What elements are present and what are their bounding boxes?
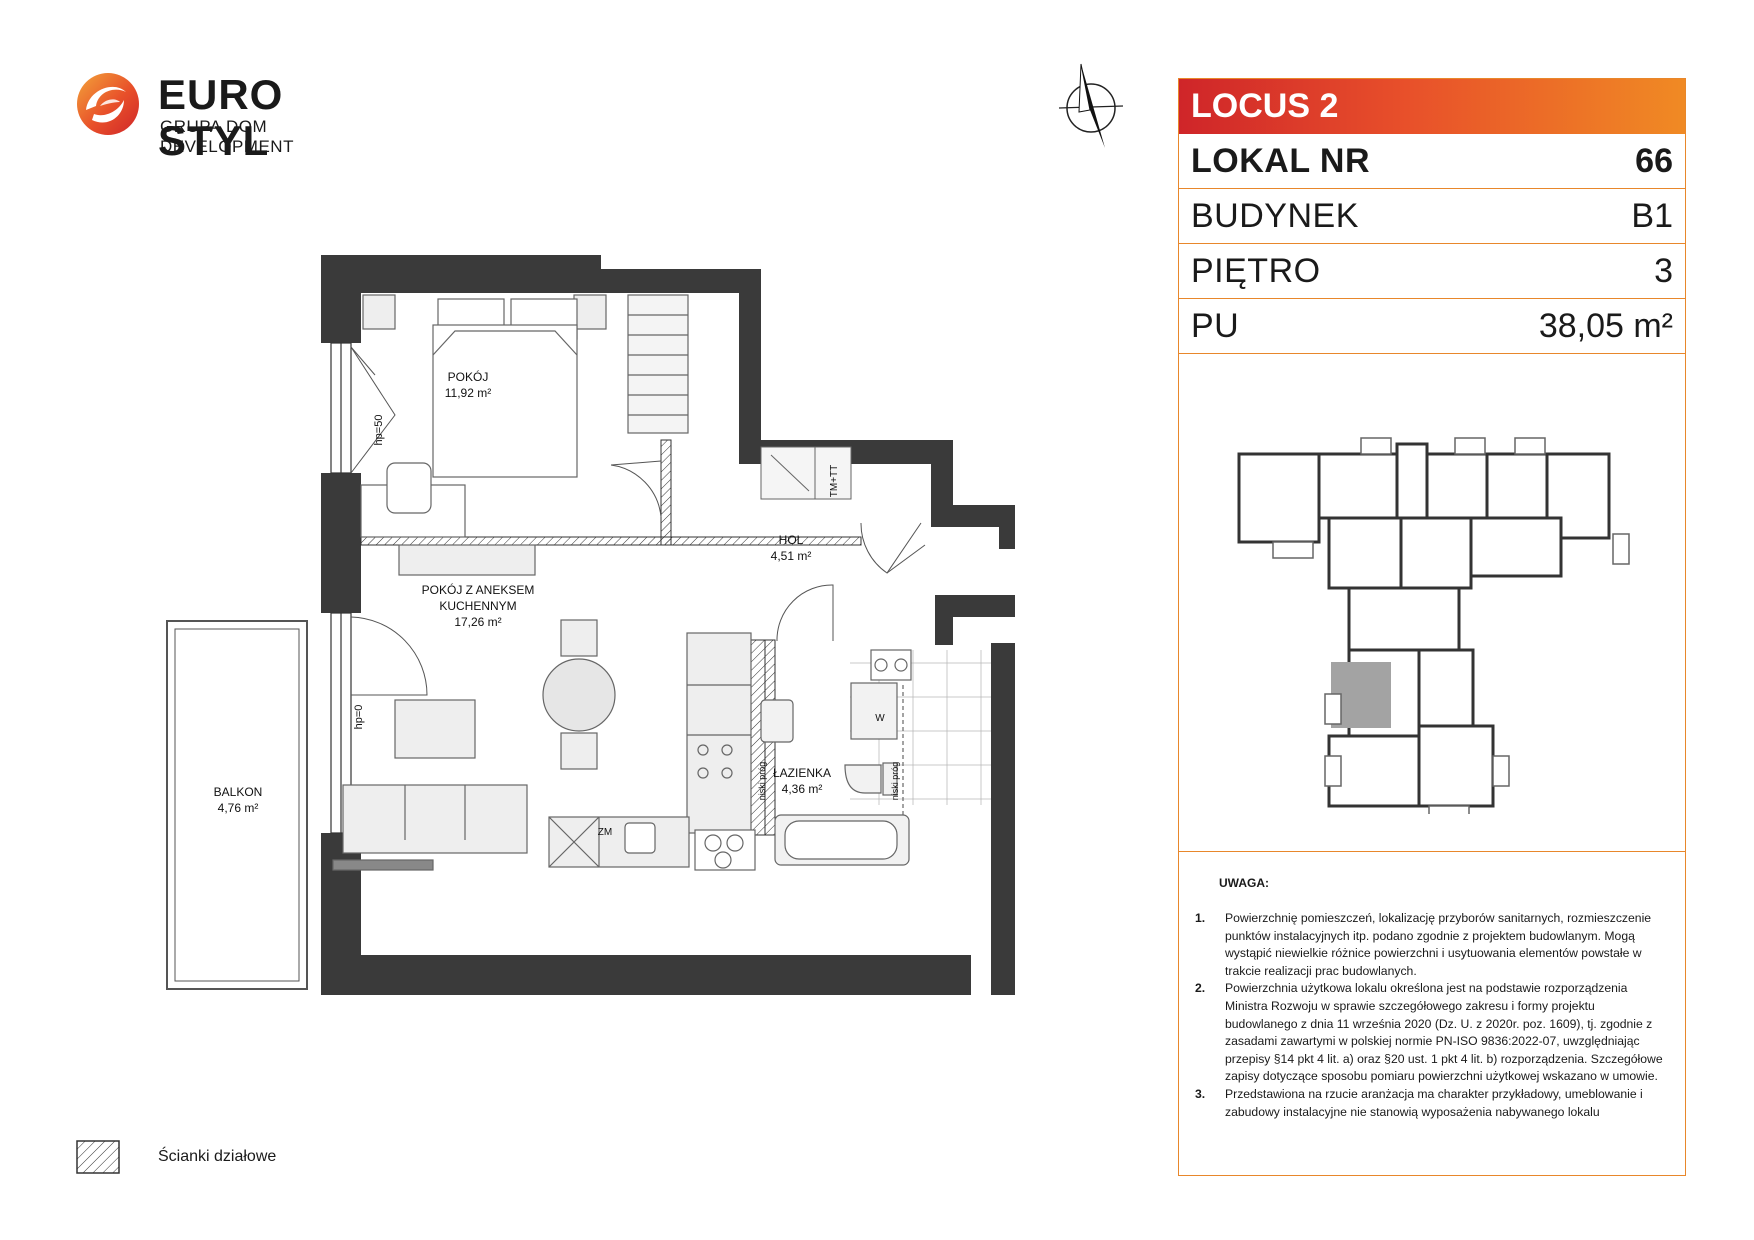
note-text: Powierzchnia użytkowa lokalu określona j… [1225, 981, 1663, 1084]
room-labels: POKÓJ 11,92 m² POKÓJ Z ANEKSEM KUCHENNYM… [214, 369, 900, 838]
room-label-balcony: BALKON [214, 785, 263, 799]
room-label-living-line2: KUCHENNYM [439, 599, 516, 613]
partition-wall-hatch-icon [76, 1140, 120, 1174]
room-area-bathroom: 4,36 m² [782, 782, 823, 796]
room-label-living-line1: POKÓJ Z ANEKSEM [422, 582, 535, 597]
info-row-building: BUDYNEK B1 [1179, 189, 1685, 244]
brand-logo: EURO STYL GRUPA DOM DEVELOPMENT [74, 70, 394, 164]
info-label-area: PU [1191, 306, 1240, 345]
floor-plan: POKÓJ 11,92 m² POKÓJ Z ANEKSEM KUCHENNYM… [166, 255, 1015, 995]
window-height-bottom: hp=0 [353, 705, 365, 730]
washer-label: W [875, 713, 885, 724]
north-arrow-icon [1058, 63, 1124, 148]
info-row-area: PU 38,05 m² [1179, 299, 1685, 354]
project-title: LOCUS 2 [1179, 79, 1685, 134]
windows [330, 342, 352, 834]
kitchen [548, 632, 756, 871]
info-value-area: 38,05 m² [1538, 306, 1673, 345]
threshold-right-label: niski próg [890, 762, 900, 801]
legend-label: Ścianki działowe [158, 1148, 277, 1165]
note-item: 2. Powierzchnia użytkowa lokalu określon… [1195, 980, 1665, 1086]
euro-styl-logo-icon [77, 73, 139, 135]
info-value-unit: 66 [1635, 141, 1673, 180]
notes-title: UWAGA: [1219, 876, 1269, 890]
hall-wardrobe [760, 446, 852, 500]
brand-subtitle: GRUPA DOM DEVELOPMENT [160, 117, 294, 156]
note-number: 1. [1195, 911, 1206, 925]
bathroom-fixtures [760, 649, 912, 866]
threshold-left-label: niski próg [757, 762, 767, 801]
wardrobe-label: TM+TT [829, 465, 840, 498]
outer-walls [321, 255, 1015, 995]
room-area-hall: 4,51 m² [771, 549, 812, 563]
room-label-hall: HOL [779, 533, 804, 547]
fridge-label: ZM [598, 827, 612, 838]
notes-list: 1. Powierzchnię pomieszczeń, lokalizację… [1195, 910, 1665, 1121]
note-text: Przedstawiona na rzucie aranżacja ma cha… [1225, 1086, 1643, 1119]
room-area-balcony: 4,76 m² [218, 801, 259, 815]
note-item: 1. Powierzchnię pomieszczeń, lokalizację… [1195, 910, 1665, 980]
balcony [166, 620, 308, 990]
info-label-floor: PIĘTRO [1191, 251, 1321, 290]
note-number: 2. [1195, 981, 1206, 996]
info-label-building: BUDYNEK [1191, 196, 1359, 235]
room-area-bedroom: 11,92 m² [445, 386, 491, 400]
room-label-bathroom: ŁAZIENKA [773, 766, 831, 780]
living-room-furniture [332, 619, 616, 871]
legend: Ścianki działowe [76, 1140, 336, 1180]
room-label-bedroom: POKÓJ [448, 369, 489, 384]
note-number: 3. [1195, 1086, 1206, 1101]
building-key-plan [1237, 437, 1630, 814]
info-row-unit: LOKAL NR 66 [1179, 134, 1685, 189]
notes-section: UWAGA: 1. Powierzchnię pomieszczeń, loka… [1179, 851, 1685, 1119]
info-label-unit: LOKAL NR [1191, 141, 1371, 180]
info-value-floor: 3 [1654, 251, 1673, 290]
note-text: Powierzchnię pomieszczeń, lokalizację pr… [1225, 911, 1652, 978]
door-swings [350, 346, 926, 696]
bedroom-furniture [360, 294, 689, 576]
brand-name: EURO STYL [158, 71, 284, 164]
info-value-building: B1 [1631, 196, 1673, 235]
info-row-floor: PIĘTRO 3 [1179, 244, 1685, 299]
note-item: 3. Przedstawiona na rzucie aranżacja ma … [1195, 1086, 1665, 1121]
room-area-living: 17,26 m² [454, 615, 501, 629]
window-height-top: hp=50 [373, 415, 385, 446]
apartment-info-panel: LOCUS 2 LOKAL NR 66 BUDYNEK B1 PIĘTRO 3 … [1178, 78, 1686, 1176]
